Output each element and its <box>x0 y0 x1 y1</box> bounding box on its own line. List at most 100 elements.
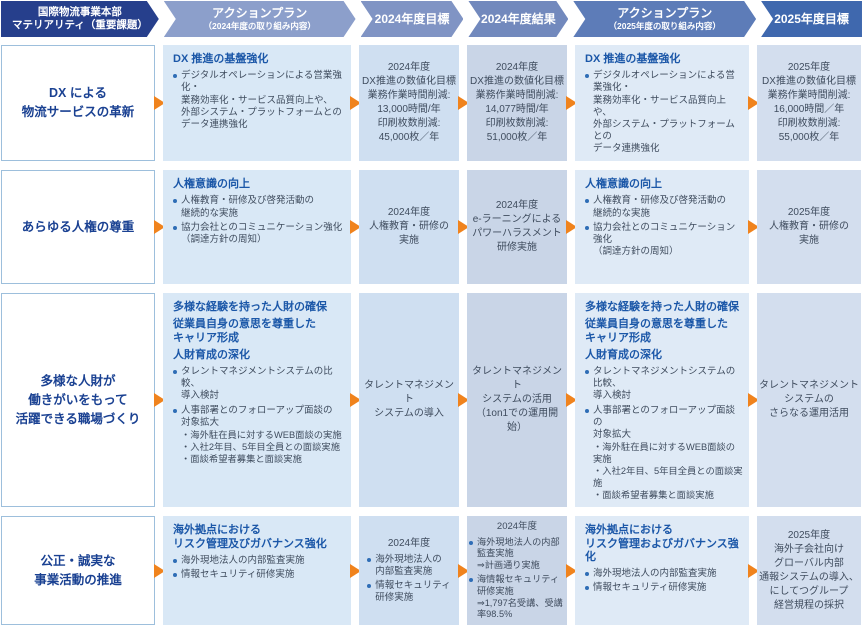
arrow-right-icon <box>747 96 759 111</box>
arrow-right-icon <box>565 96 577 111</box>
table-row-dx: DX による 物流サービスの革新 DX 推進の基盤強化 デジタルオペレーションに… <box>1 45 862 162</box>
bullet-icon <box>585 586 589 591</box>
flow-arrow <box>747 516 759 625</box>
materiality-cell: 公正・誠実な 事業活動の推進 <box>1 516 155 626</box>
arrow-right-icon <box>349 96 361 111</box>
header-title: アクションプラン <box>212 6 308 21</box>
bullet-text-block: 人事部署とのフォローアップ面談の 対象拡大 ・海外駐在員に対するWEB面談の実施… <box>593 404 743 500</box>
goal-2025-cell: 2025年度 人権教育・研修の 実施 <box>757 170 861 285</box>
action-plan-2025-cell: 人権意識の向上 人権教育・研修及び啓発活動の 継続的な実施 協力会社とのコミュニ… <box>575 170 749 285</box>
flow-arrow <box>457 45 469 161</box>
flow-arrow <box>457 170 469 284</box>
header-subtitle: （2024年度の取り組み内容） <box>203 21 316 32</box>
plan-heading: DX 推進の基盤強化 <box>585 53 681 65</box>
plan-heading: 人権意識の向上 <box>585 178 662 191</box>
bullet-icon <box>173 370 177 375</box>
bullet-item: 情報セキュリティ研修実施 <box>585 582 744 594</box>
result-2024-cell: 2024年度 DX推進の数値化目標 業務作業時間削減: 14,077時間/年 印… <box>467 45 567 162</box>
header-title: 国際物流事業本部 <box>37 5 122 18</box>
flow-arrow <box>565 170 577 284</box>
bullet-icon <box>585 74 589 79</box>
flow-arrow <box>153 293 165 507</box>
action-plan-2025-cell: 多様な経験を持った人財の確保 従業員自身の意思を尊重した キャリア形成 人財育成… <box>575 293 749 508</box>
bullet-item: 海外現地法人の内部監査実施 <box>173 555 346 567</box>
goal-2024-cell: 2024年度 人権教育・研修の 実施 <box>359 170 459 285</box>
flow-arrow <box>349 45 361 161</box>
flow-arrow <box>457 293 469 507</box>
bullet-text-block: 人事部署とのフォローアップ面談の 対象拡大 ・海外駐在員に対するWEB面談の実施… <box>181 404 342 464</box>
materiality-cell: 多様な人財が 働きがいをもって 活躍できる職場づくり <box>1 293 155 508</box>
bullet-item: 海外現地法人の内部監査実施 <box>585 568 744 580</box>
plan-heading: 従業員自身の意思を尊重した キャリア形成 <box>173 318 316 344</box>
arrow-right-icon <box>747 220 759 235</box>
result-2024-cell: 2024年度 e-ラーニングによる パワーハラスメント 研修実施 <box>467 170 567 285</box>
goal-2024-cell: 2024年度 海外現地法人の 内部監査実施 情報セキュリティ 研修実施 <box>359 516 459 626</box>
bullet-icon <box>173 572 177 577</box>
bullet-icon <box>469 578 473 583</box>
action-plan-2024-cell: DX 推進の基盤強化 デジタルオペレーションによる営業強化・ 業務効率化・サービ… <box>163 45 351 162</box>
bullet-icon <box>367 557 372 562</box>
header-subtitle: （2025年度の取り組み内容） <box>608 21 721 32</box>
flow-arrow <box>565 45 577 161</box>
goal-2024-cell: 2024年度 DX推進の数値化目標 業務作業時間削減: 13,000時間/年 印… <box>359 45 459 162</box>
bullet-icon <box>585 225 589 230</box>
materiality-cell: DX による 物流サービスの革新 <box>1 45 155 162</box>
header-title: 2024年度目標 <box>374 11 450 26</box>
flow-arrow <box>565 293 577 507</box>
plan-heading: 人権意識の向上 <box>173 178 250 191</box>
arrow-right-icon <box>153 220 165 235</box>
flow-arrow <box>565 516 577 625</box>
flow-arrow <box>747 293 759 507</box>
header-segment-materiality: 国際物流事業本部 マテリアリティ（重要課題） <box>1 1 159 37</box>
arrow-right-icon <box>747 393 759 408</box>
header-title: アクションプラン <box>617 6 713 21</box>
bullet-item: 人事部署とのフォローアップ面談の 対象拡大 ・海外駐在員に対するWEB面談の実施… <box>585 405 744 502</box>
arrow-right-icon <box>565 220 577 235</box>
materiality-cell: あらゆる人権の尊重 <box>1 170 155 285</box>
table-row-fair-business: 公正・誠実な 事業活動の推進 海外拠点における リスク管理及びガバナンス強化 海… <box>1 516 862 626</box>
result-2024-cell: タレントマネジメント システムの活用 （1on1での運用開始） <box>467 293 567 508</box>
bullet-item: 海外現地法人の内部 監査実施 ⇒計画通り実施 <box>469 537 565 572</box>
bullet-icon <box>585 571 589 576</box>
action-plan-2024-cell: 海外拠点における リスク管理及びガバナンス強化 海外現地法人の内部監査実施 情報… <box>163 516 351 626</box>
goal-2025-cell: 2025年度 海外子会社向け グローバル内部 通報システムの導入、 にしてつグル… <box>757 516 861 626</box>
goal-year: 2024年度 <box>387 537 431 549</box>
goal-2024-cell: タレントマネジメント システムの導入 <box>359 293 459 508</box>
sub-items: ・海外駐在員に対するWEB面談の実施 ・入社2年目、5年目全員との面談実施 ・面… <box>593 441 743 500</box>
result-year: 2024年度 <box>496 521 538 533</box>
bullet-item: タレントマネジメントシステムの比較、 導入検討 <box>585 366 744 402</box>
header-band: 国際物流事業本部 マテリアリティ（重要課題） アクションプラン （2024年度の… <box>1 1 862 37</box>
bullet-item: デジタルオペレーションによる営業強化・ 業務効率化・サービス品質向上や、 外部シ… <box>585 70 744 155</box>
flow-arrow <box>457 516 469 625</box>
bullet-icon <box>173 408 177 413</box>
bullet-item: デジタルオペレーションによる営業強化・ 業務効率化・サービス品質向上や、 外部シ… <box>173 70 346 131</box>
bullet-item: 海情報セキュリティ 研修実施 ⇒1,797名受講、受講率98.5% <box>469 574 565 621</box>
plan-heading: 海外拠点における リスク管理及びガバナンス強化 <box>173 524 327 550</box>
arrow-right-icon <box>457 220 469 235</box>
header-subtitle: マテリアリティ（重要課題） <box>11 19 148 31</box>
result-bullet-list: 海外現地法人の内部 監査実施 ⇒計画通り実施 海情報セキュリティ 研修実施 ⇒1… <box>469 535 565 621</box>
arrow-right-icon <box>349 220 361 235</box>
sub-items: ・海外駐在員に対するWEB面談の実施 ・入社2年目、5年目全員との面談実施 ・面… <box>181 429 342 464</box>
bullet-icon <box>585 370 589 375</box>
arrow-right-icon <box>153 393 165 408</box>
flow-arrow <box>747 45 759 161</box>
goal-2025-cell: タレントマネジメント システムの さらなる運用活用 <box>757 293 861 508</box>
bullet-icon <box>173 225 177 230</box>
bullet-icon <box>173 199 177 204</box>
flow-arrow <box>349 293 361 507</box>
action-plan-2024-cell: 人権意識の向上 人権教育・研修及び啓発活動の 継続的な実施 協力会社とのコミュニ… <box>163 170 351 285</box>
plan-heading: 多様な経験を持った人財の確保 <box>585 301 739 314</box>
bullet-icon <box>173 74 177 79</box>
header-segment-action-plan-2024: アクションプラン （2024年度の取り組み内容） <box>164 1 356 37</box>
action-plan-2025-cell: 海外拠点における リスク管理およびガバナンス強化 海外現地法人の内部監査実施 情… <box>575 516 749 626</box>
plan-heading: 人財育成の深化 <box>173 348 250 361</box>
header-title: 2024年度結果 <box>481 11 556 26</box>
header-segment-goal-2025: 2025年度目標 <box>761 1 862 37</box>
bullet-item: 協力会社とのコミュニケーション強化 （調達方針の周知） <box>173 222 346 246</box>
bullet-item: 協力会社とのコミュニケーション強化 （調達方針の周知） <box>585 222 744 258</box>
bullet-item: 人権教育・研修及び啓発活動の 継続的な実施 <box>585 195 744 219</box>
arrow-right-icon <box>457 393 469 408</box>
flow-arrow <box>349 170 361 284</box>
